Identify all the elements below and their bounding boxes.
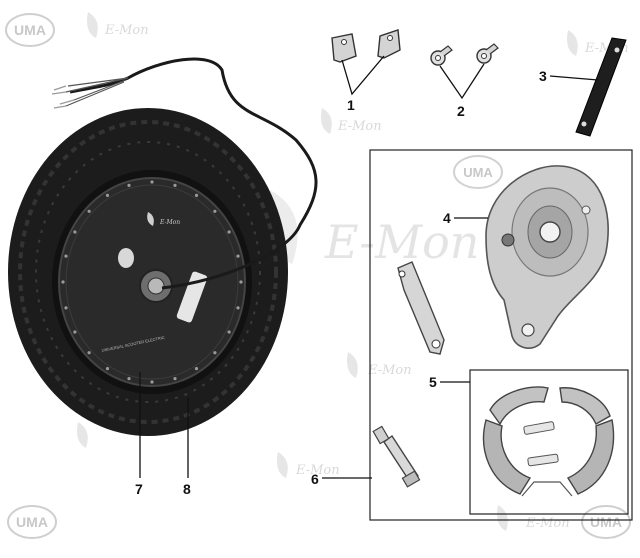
hub-bolt (127, 377, 131, 381)
hub-bolt (227, 330, 231, 334)
callout-5: 5 (429, 374, 437, 390)
hub-bolt-ring (61, 180, 243, 384)
brake-shoe-left (482, 419, 532, 495)
hub-brand-text: E-Mon (159, 219, 180, 226)
part-5-brake-shoes (482, 386, 615, 497)
hub-bolt (73, 230, 77, 234)
part-6-brake-cam (372, 425, 421, 488)
emon-watermark-center-low: E-Mon (347, 352, 412, 378)
emon-watermark-lower-mid: E-Mon (277, 452, 340, 478)
brake-plate-center-hole (539, 221, 561, 243)
part-4-brake-plate (485, 165, 609, 349)
hub-bolt (150, 180, 154, 184)
brake-shoe-top-right (559, 387, 611, 425)
bracket-left (331, 33, 357, 63)
hub-motor-wheel: E-Mon UNIVERSAL SCOOTER ELECTRIC (8, 108, 288, 436)
strap-body (575, 37, 627, 137)
emon-watermark-lower-left (77, 422, 88, 448)
brake-spring-bottom (527, 453, 559, 467)
uma-logo-center: UMA (453, 155, 503, 189)
emon-watermark-large-text: E-Mon (324, 215, 479, 269)
motor-cable (51, 57, 318, 290)
uma-logo-text: UMA (463, 165, 493, 180)
brake-arm-body (397, 261, 445, 355)
uma-logo-bottom-left: UMA (7, 505, 57, 539)
hub-bolt (61, 280, 65, 284)
hub-sticker (176, 271, 208, 323)
hub-valve (118, 248, 134, 268)
callout-7: 7 (135, 481, 143, 497)
hub-bolt (73, 330, 77, 334)
leader-2 (439, 63, 485, 100)
emon-watermark-top: E-Mon (87, 12, 149, 38)
hub-bolt (227, 230, 231, 234)
hub-bolt (87, 209, 91, 213)
part-2-lugs (430, 43, 499, 66)
callout-8: 8 (183, 481, 191, 497)
emon-watermark-text: E-Mon (104, 23, 149, 38)
emon-watermark-text: E-Mon (525, 516, 570, 531)
leader-lines (139, 55, 599, 479)
hub-bolt (173, 377, 177, 381)
hub-bolt (194, 193, 199, 197)
callout-6: 6 (311, 471, 319, 487)
part-1-brackets (331, 29, 401, 63)
hub-bolt (236, 306, 240, 310)
uma-logo-bottom-right: UMA (581, 505, 631, 539)
hub-bolt (127, 183, 131, 187)
brake-shoe-right (566, 419, 615, 495)
cable-wires (65, 77, 129, 107)
cable-line (69, 57, 318, 290)
hub-bolt (105, 367, 110, 371)
emon-watermark-text: E-Mon (295, 463, 340, 478)
brake-shoe-top-left (489, 386, 549, 426)
hub-bolt (64, 254, 68, 258)
callout-4: 4 (443, 210, 451, 226)
emon-watermark-bottom-right: E-Mon (497, 505, 570, 531)
hub-bolt (87, 351, 91, 355)
brake-assembly-frame (369, 149, 633, 521)
hub-bolt (150, 380, 154, 384)
callout-1: 1 (347, 97, 355, 113)
hub-bolt (173, 183, 177, 187)
hub-bolt (239, 280, 243, 284)
leader-3 (549, 75, 599, 81)
callout-2: 2 (457, 103, 465, 119)
hub-bolt (64, 306, 68, 310)
uma-logo-text: UMA (16, 514, 48, 530)
part-3-strap (575, 37, 627, 137)
uma-logo-text: UMA (14, 22, 46, 38)
hub-bolt (213, 209, 217, 213)
tire-tread (18, 120, 278, 424)
leader-1 (341, 55, 385, 96)
emon-watermark-text: E-Mon (367, 363, 412, 378)
brake-plate-mount-hole (521, 323, 535, 337)
callout-3: 3 (539, 68, 547, 84)
callout-labels: 1 2 3 4 5 6 7 8 (135, 68, 547, 497)
hub-bolt (105, 193, 110, 197)
hub-bolt (194, 367, 199, 371)
hub-brand-icon (147, 212, 154, 226)
brake-shoe-frame (469, 369, 629, 515)
hub-bolt (213, 351, 217, 355)
emon-watermark-text: E-Mon (337, 119, 382, 134)
brake-spring-top (523, 421, 555, 435)
uma-logo-top-left: UMA (5, 13, 55, 47)
uma-logo-text: UMA (590, 514, 622, 530)
bracket-right (377, 29, 401, 59)
brake-arm (397, 261, 445, 355)
hub-bolt (236, 254, 240, 258)
emon-watermark-mid: E-Mon (321, 108, 382, 134)
